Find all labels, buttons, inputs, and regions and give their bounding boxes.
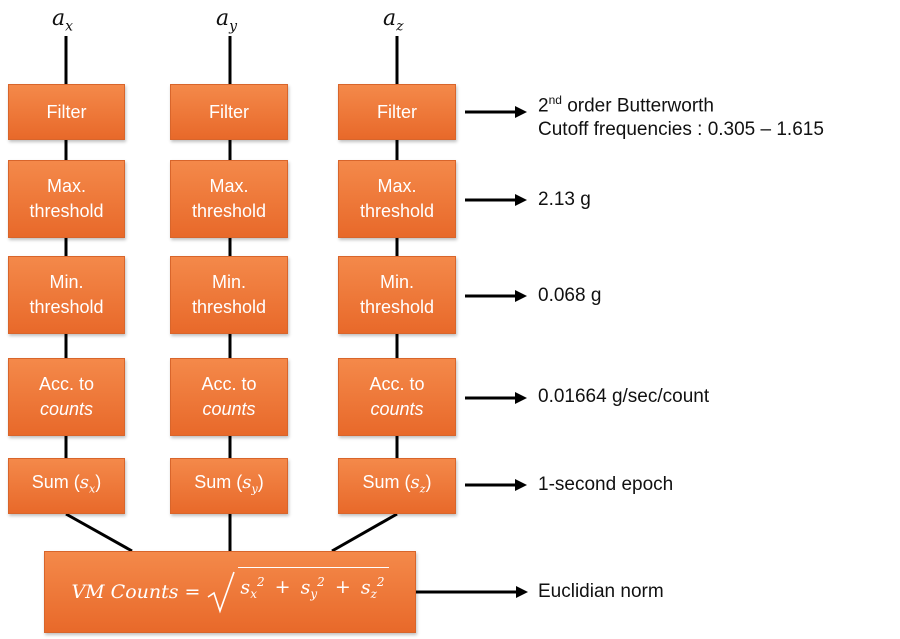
vm-note: Euclidian norm — [538, 581, 664, 602]
max-threshold-box-x: Max.threshold — [8, 160, 125, 238]
sum-box-y: Sum (sy) — [170, 458, 288, 514]
max-threshold-box-y: Max.threshold — [170, 160, 288, 238]
max-threshold-note: 2.13 g — [538, 189, 591, 210]
axis-label-z: az — [383, 6, 404, 35]
sum-box-z: Sum (sz) — [338, 458, 456, 514]
axis-label-y: ay — [216, 6, 238, 35]
filter-box-y: Filter — [170, 84, 288, 140]
filter-note-line2: Cutoff frequencies : 0.305 – 1.615 — [538, 119, 824, 141]
filter-note: 2nd order Butterworth Cutoff frequencies… — [538, 88, 824, 142]
max-threshold-box-z: Max.threshold — [338, 160, 456, 238]
filter-box-x: Filter — [8, 84, 125, 140]
min-threshold-box-x: Min.threshold — [8, 256, 125, 334]
radicand: sx2 + sy2 + sz2 — [238, 566, 389, 607]
filter-box-z: Filter — [338, 84, 456, 140]
sum-note: 1-second epoch — [538, 474, 674, 495]
square-root-icon — [207, 571, 236, 614]
min-threshold-note: 0.068 g — [538, 285, 602, 306]
min-threshold-box-z: Min.threshold — [338, 256, 456, 334]
vm-counts-box: VM Counts = sx2 + sy2 + sz2 — [44, 551, 416, 633]
min-threshold-box-y: Min.threshold — [170, 256, 288, 334]
sum-box-x: Sum (sx) — [8, 458, 125, 514]
merge-line-z — [331, 512, 398, 553]
axis-label-x: ax — [52, 6, 74, 35]
filter-note-line1: 2nd order Butterworth — [538, 93, 715, 117]
vm-counts-formula: VM Counts = sx2 + sy2 + sz2 — [71, 566, 389, 615]
merge-line-x — [65, 512, 133, 553]
acc-to-counts-note: 0.01664 g/sec/count — [538, 386, 710, 407]
